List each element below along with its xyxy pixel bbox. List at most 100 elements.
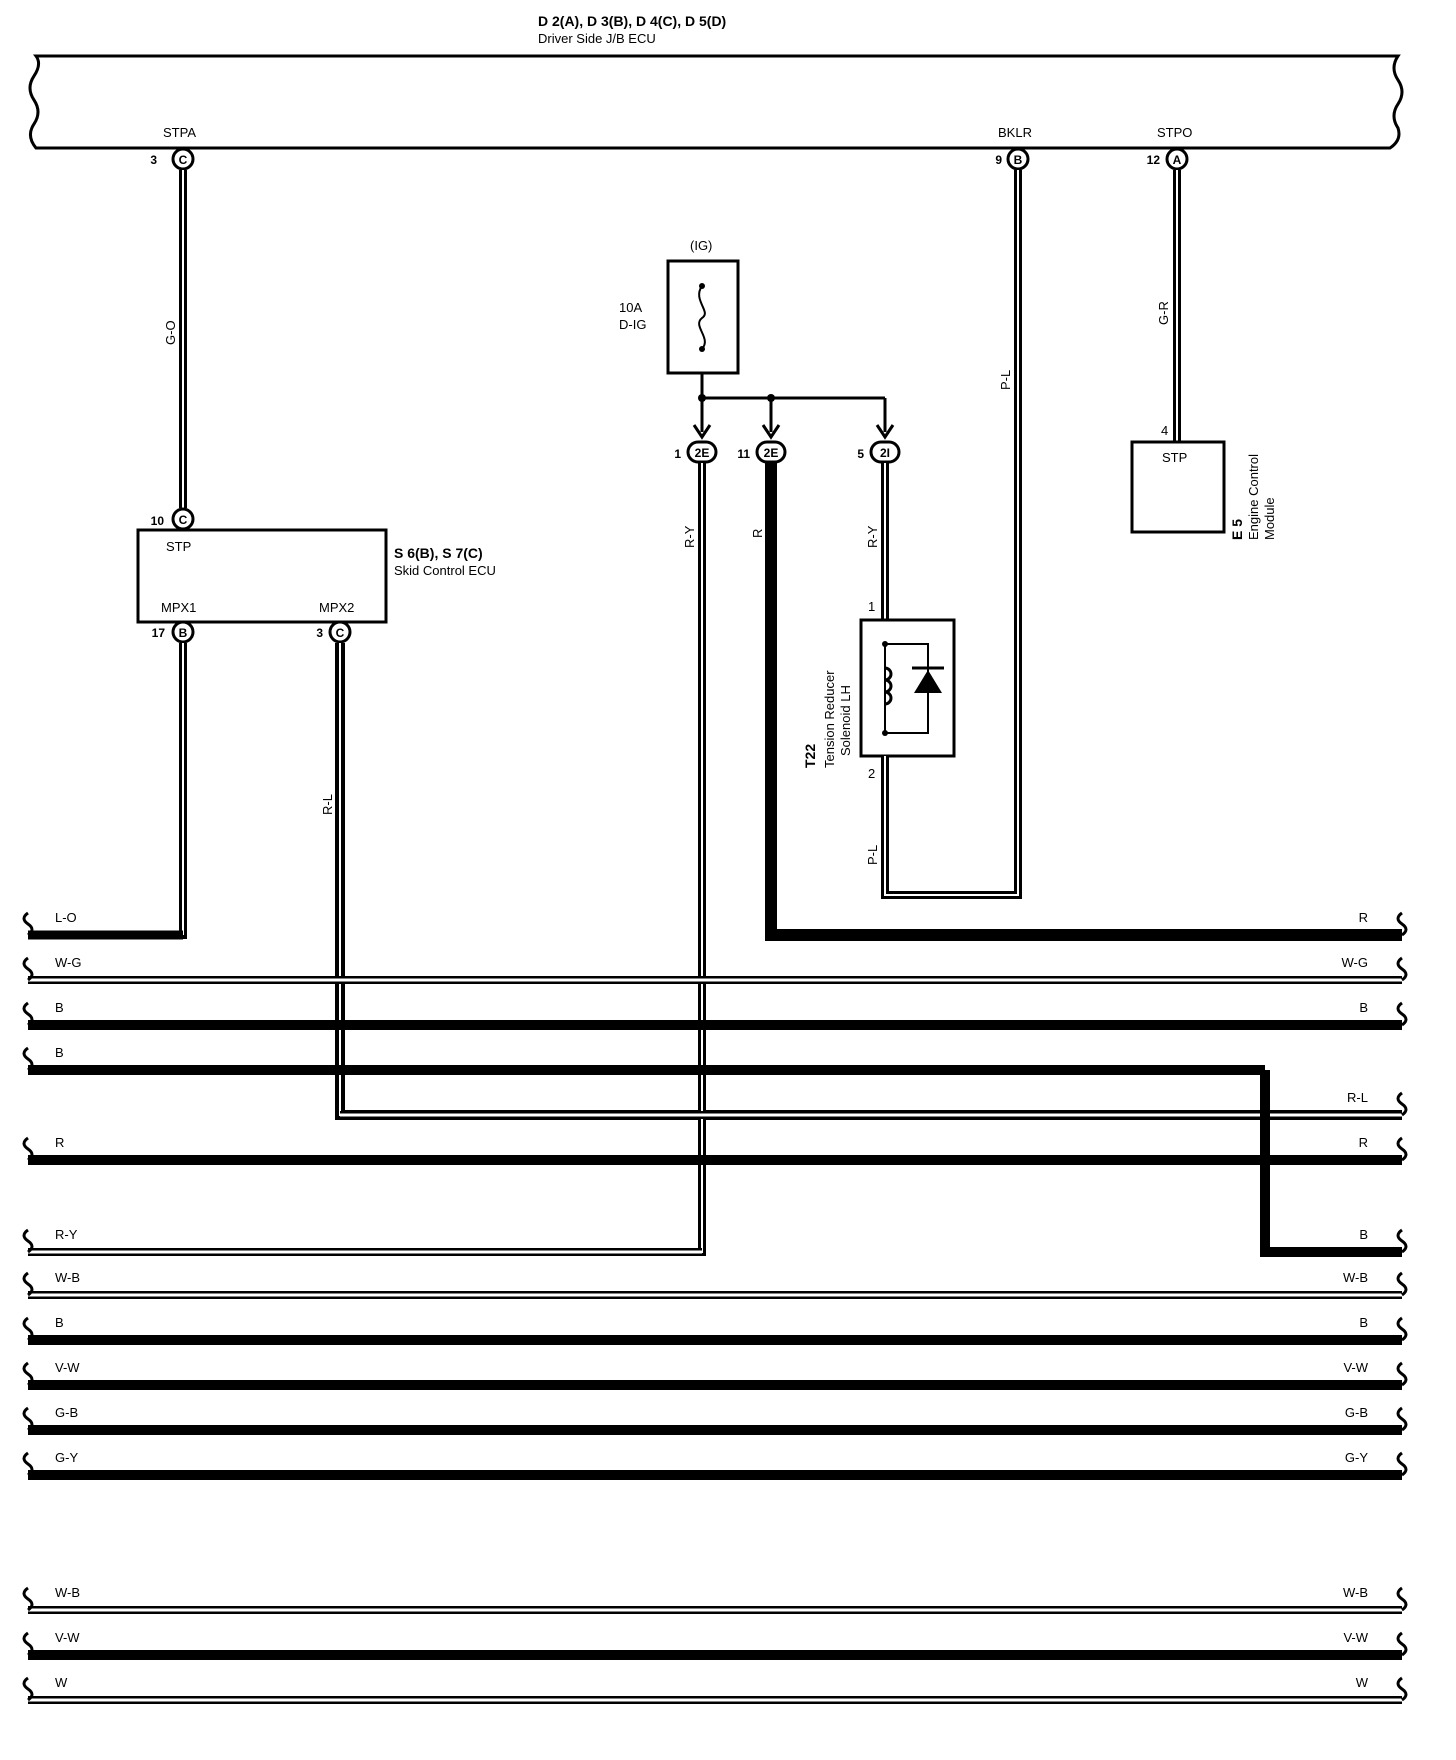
pin-label-stpa: STPA (163, 125, 196, 140)
bus-line: V-W V-W (22, 1360, 1408, 1390)
junction-11-2e: 11 2E (737, 440, 787, 464)
svg-text:C: C (179, 513, 188, 527)
ecm-name-1: Engine Control (1246, 454, 1261, 540)
ecm-pin-label: STP (1162, 450, 1187, 465)
fuse-name: D-IG (619, 317, 646, 332)
wire-label-bklr: P-L (998, 370, 1013, 390)
svg-text:B: B (179, 626, 188, 640)
connector-skid-stp: 10 C (151, 507, 195, 531)
bus-line: B (22, 1045, 1265, 1075)
bus-label-right: G-Y (1345, 1450, 1368, 1465)
solenoid-name-1: Tension Reducer (822, 670, 837, 768)
wire-solenoid-bklr (881, 170, 1022, 899)
bus-label-right: B (1359, 1000, 1368, 1015)
solenoid-name-2: Solenoid LH (838, 685, 853, 756)
bus-label-left: B (55, 1315, 64, 1330)
skid-ecu-name: Skid Control ECU (394, 563, 496, 578)
bus-label-left: W-G (55, 955, 81, 970)
svg-text:10: 10 (151, 514, 165, 528)
wire-mpx1 (28, 643, 187, 939)
skid-ecu-id: S 6(B), S 7(C) (394, 545, 483, 561)
solenoid-box (859, 618, 956, 758)
svg-text:A: A (1173, 153, 1182, 167)
bus-label-right: R-L (1347, 1090, 1368, 1105)
bus-label-right: G-B (1345, 1405, 1368, 1420)
skid-mpx1-label: MPX1 (161, 600, 196, 615)
bus-label-right: W-B (1343, 1270, 1368, 1285)
svg-text:1: 1 (674, 447, 681, 461)
svg-text:3: 3 (316, 626, 323, 640)
connector-stpa: 3 C (150, 147, 195, 171)
svg-text:12: 12 (1147, 153, 1161, 167)
fuse-circuit: (IG) (690, 238, 712, 253)
fuse-rating: 10A (619, 300, 642, 315)
svg-text:C: C (336, 626, 345, 640)
bus-label-right: R (1359, 910, 1368, 925)
bus-label-right: V-W (1343, 1360, 1368, 1375)
fuse-icon (698, 283, 706, 352)
bus-label-right: V-W (1343, 1630, 1368, 1645)
pin-label-bklr: BKLR (998, 125, 1032, 140)
ecm-box (1130, 440, 1226, 534)
svg-text:17: 17 (152, 626, 166, 640)
bus-jog-b (1260, 1070, 1402, 1257)
wire-label-j5: R-Y (865, 525, 880, 548)
arrow-icon (692, 424, 895, 440)
junction-5-2i: 5 2I (857, 440, 901, 464)
wire-j11 (765, 463, 1402, 941)
bus-label-right: R (1359, 1135, 1368, 1150)
svg-text:3: 3 (150, 153, 157, 167)
jb-ecu-connectors: D 2(A), D 3(B), D 4(C), D 5(D) (538, 13, 726, 29)
bus-label-left: W-B (55, 1270, 80, 1285)
junction-1-2e: 1 2E (674, 440, 718, 464)
bus-label-right: W-B (1343, 1585, 1368, 1600)
solenoid-pin1: 1 (868, 599, 875, 614)
ecm-pin: 4 (1161, 423, 1168, 438)
bus-label-left: B (55, 1045, 64, 1060)
svg-text:2E: 2E (695, 446, 710, 460)
wire-label-j1: R-Y (682, 525, 697, 548)
connector-skid-mpx1: 17 B (152, 620, 195, 644)
bus-label-right: W (1356, 1675, 1369, 1690)
wire-label-stpo: G-R (1156, 301, 1171, 325)
skid-mpx2-label: MPX2 (319, 600, 354, 615)
connector-bklr: 9 B (995, 147, 1030, 171)
ecm-id: E 5 (1229, 519, 1245, 540)
bus-label-right: B (1359, 1315, 1368, 1330)
solenoid-pin2: 2 (868, 766, 875, 781)
wire-label-j11: R (750, 529, 765, 538)
bus-line: W-G W-G (22, 955, 1408, 984)
diode-icon (912, 666, 944, 693)
bus-label-left: W-B (55, 1585, 80, 1600)
svg-text:2I: 2I (880, 446, 890, 460)
bus-label-left: R (55, 1135, 64, 1150)
wire-label-stpa: G-O (163, 320, 178, 345)
bus-line: V-W V-W (22, 1630, 1408, 1660)
bus-label-left: R-Y (55, 1227, 78, 1242)
bus-line: W-B W-B (22, 1585, 1408, 1614)
svg-text:C: C (179, 153, 188, 167)
skid-stp-label: STP (166, 539, 191, 554)
bus-label-right: W-G (1342, 955, 1368, 970)
svg-text:2E: 2E (764, 446, 779, 460)
wire-label-mpx2: R-L (320, 794, 335, 815)
skid-control-ecu-box (136, 528, 388, 624)
bus-label-left: V-W (55, 1360, 80, 1375)
solenoid-id: T22 (802, 744, 818, 768)
wire-fuse-splice (698, 373, 887, 432)
bus-label-left: V-W (55, 1630, 80, 1645)
connector-skid-mpx2: 3 C (316, 620, 352, 644)
bus-line: R-L (340, 1090, 1408, 1119)
bus-label-left: W (55, 1675, 68, 1690)
connector-stpo: 12 A (1147, 147, 1189, 171)
svg-text:9: 9 (995, 153, 1002, 167)
pin-label-stpo: STPO (1157, 125, 1192, 140)
bus-label-left: L-O (55, 910, 77, 925)
